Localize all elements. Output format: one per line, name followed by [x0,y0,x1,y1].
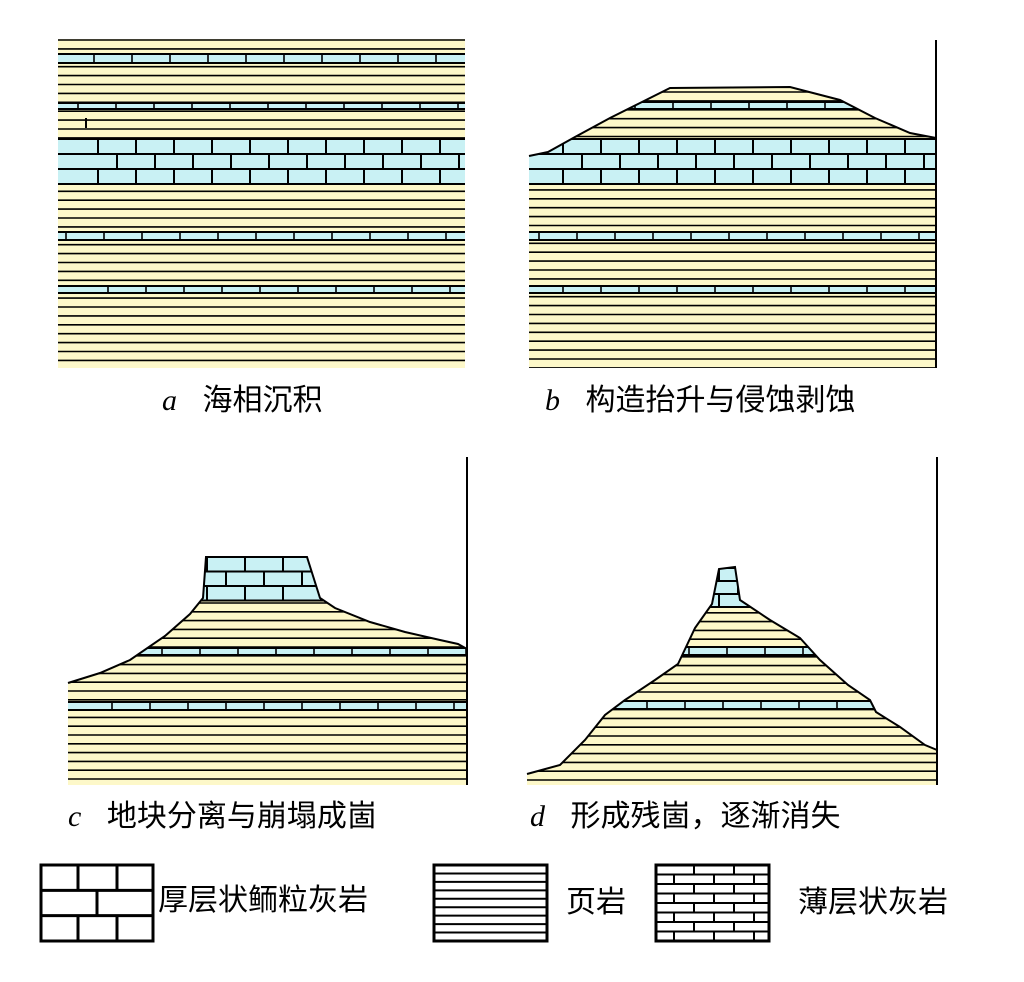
svg-text:b 构造抬升与侵蚀剥蚀: b 构造抬升与侵蚀剥蚀 [545,383,856,418]
thick-limestone-swatch [39,863,155,943]
panel-a-caption: 海相沉积 [203,383,323,418]
panel-a: a 海相沉积 [58,39,465,418]
thin-limestone-bed-3 [529,285,936,294]
panel-d-strata [526,457,938,785]
shale-swatch [432,863,549,943]
thin-limestone-bed-4 [58,285,465,294]
panel-c-caption: 地块分离与崩塌成崮 [107,799,377,834]
panel-c: c 地块分离与崩塌成崮 [67,457,468,834]
thin-limestone-bed-1 [527,646,937,656]
panel-b-strata [528,40,937,368]
thick-oolitic-limestone-bed [68,557,467,602]
thin-limestone-bed-1 [68,647,467,656]
thin-limestone-bed-2 [68,701,467,711]
shale-bedding-lines [527,603,937,781]
shale-fill [529,87,936,368]
svg-text:c 地块分离与崩塌成崮: c 地块分离与崩塌成崮 [68,799,377,834]
legend-label-thin-limestone: 薄层状灰岩 [798,885,948,920]
panel-d-caption: 形成残崮，逐渐消失 [571,799,841,834]
panel-d: d 形成残崮，逐渐消失 [526,457,938,834]
thin-limestone-bed-3 [58,231,465,241]
shale-bedding-lines [68,602,467,780]
mesa-profile [67,556,468,684]
panel-d-letter: d [530,800,546,833]
panel-b-caption: 构造抬升与侵蚀剥蚀 [586,383,856,418]
svg-text:a 海相沉积: a 海相沉积 [162,383,323,418]
legend-item-thick-oolitic-limestone: 厚层状鲕粒灰岩 [39,863,368,943]
panel-b-letter: b [545,384,560,417]
thin-limestone-swatch [654,863,771,943]
thick-oolitic-limestone-bed [58,138,465,185]
residual-peak-profile [526,565,938,775]
thin-limestone-bed-1 [529,101,936,110]
panel-a-strata [58,39,465,368]
legend-label-thick-oolitic-limestone: 厚层状鲕粒灰岩 [158,883,368,918]
thin-limestone-bed-2 [529,231,936,241]
shale-fill [58,39,465,368]
thick-oolitic-limestone-bed [529,138,936,185]
terrain-profile [528,85,937,157]
svg-text:d 形成残崮，逐渐消失: d 形成残崮，逐渐消失 [530,799,841,834]
thick-oolitic-limestone-bed [527,567,937,608]
legend-label-shale: 页岩 [566,885,626,920]
thin-limestone-bed-1 [58,53,465,64]
legend: 厚层状鲕粒灰岩 页岩 薄层状灰岩 [39,863,948,943]
panel-b: b 构造抬升与侵蚀剥蚀 [528,40,937,418]
legend-item-shale: 页岩 [432,863,626,943]
legend-item-thin-limestone: 薄层状灰岩 [654,863,948,943]
panel-a-letter: a [162,384,177,417]
panel-c-letter: c [68,800,81,833]
panel-c-strata [67,457,468,785]
thin-limestone-bed-2 [58,102,465,110]
thin-limestone-bed-2 [527,700,937,710]
